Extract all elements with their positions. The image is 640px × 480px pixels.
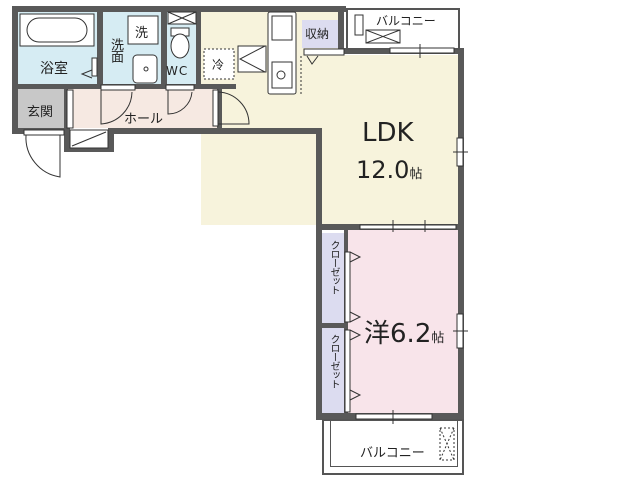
wall-wc-kitchen bbox=[196, 12, 201, 88]
window-room-bottom bbox=[355, 413, 433, 420]
western-room-unit: 帖 bbox=[431, 331, 445, 346]
balcony-bottom-label: バルコニー bbox=[360, 446, 425, 461]
washer-icon bbox=[127, 15, 159, 45]
wall-storage-right bbox=[338, 12, 344, 54]
wall-entrance-hall bbox=[64, 88, 68, 128]
wall-bath-wash bbox=[97, 12, 103, 88]
stove-icon bbox=[271, 61, 293, 89]
closet-2-area bbox=[322, 328, 344, 414]
balcony-top bbox=[346, 8, 460, 50]
wall-shoebox bbox=[64, 128, 70, 150]
balcony-bottom-inner bbox=[330, 419, 458, 467]
wall-bottom-hall bbox=[110, 128, 322, 134]
vent-icon bbox=[439, 427, 455, 461]
western-room-name: 洋 bbox=[364, 319, 391, 349]
toilet-label: WC bbox=[166, 64, 189, 78]
washer-label: 洗 bbox=[135, 26, 149, 41]
hall-label: ホール bbox=[124, 112, 164, 127]
western-room-size: 6.2 bbox=[390, 319, 432, 349]
wall-ldk-left bbox=[316, 128, 322, 420]
bathroom-label: 浴室 bbox=[40, 61, 68, 77]
fridge-icon bbox=[203, 48, 235, 80]
storage-label: 収納 bbox=[305, 27, 330, 41]
ldk-area bbox=[201, 55, 458, 225]
washroom-label: 洗面 bbox=[108, 38, 123, 62]
western-room-label: 洋6.2帖 bbox=[364, 313, 444, 350]
wall-right bbox=[458, 48, 464, 420]
ldk-size: 12.0帖 bbox=[356, 156, 422, 184]
entrance-label: 玄関 bbox=[27, 105, 54, 120]
ldk-size-value: 12.0 bbox=[356, 156, 410, 184]
ac-unit-icon bbox=[354, 14, 364, 36]
wall-wash-wc bbox=[161, 12, 167, 88]
balcony-top-label: バルコニー bbox=[376, 14, 436, 28]
ldk-size-unit: 帖 bbox=[409, 167, 423, 182]
wall-top-left bbox=[12, 6, 346, 12]
wall-shoebox-bottom bbox=[64, 146, 114, 152]
storage-area bbox=[302, 20, 338, 48]
sink-icon bbox=[132, 54, 158, 84]
fridge-label: 冷 bbox=[212, 58, 225, 72]
ldk-label: LDK bbox=[362, 118, 414, 148]
wall-shoebox-right bbox=[108, 128, 114, 152]
western-room-area bbox=[346, 230, 458, 413]
wall-left bbox=[12, 6, 18, 134]
cabinet-icon bbox=[237, 45, 267, 73]
closet-1-label: クローゼット bbox=[328, 240, 339, 294]
wall-kitchen-hall bbox=[196, 84, 236, 89]
window-top bbox=[389, 47, 455, 54]
closet-2-label: クローゼット bbox=[328, 334, 339, 388]
entrance-area bbox=[18, 88, 64, 128]
sliding-door-ldk bbox=[359, 224, 457, 230]
wall-hall-right bbox=[217, 88, 222, 128]
wall-closet-divider bbox=[322, 323, 346, 328]
closet-1-area bbox=[322, 233, 344, 323]
